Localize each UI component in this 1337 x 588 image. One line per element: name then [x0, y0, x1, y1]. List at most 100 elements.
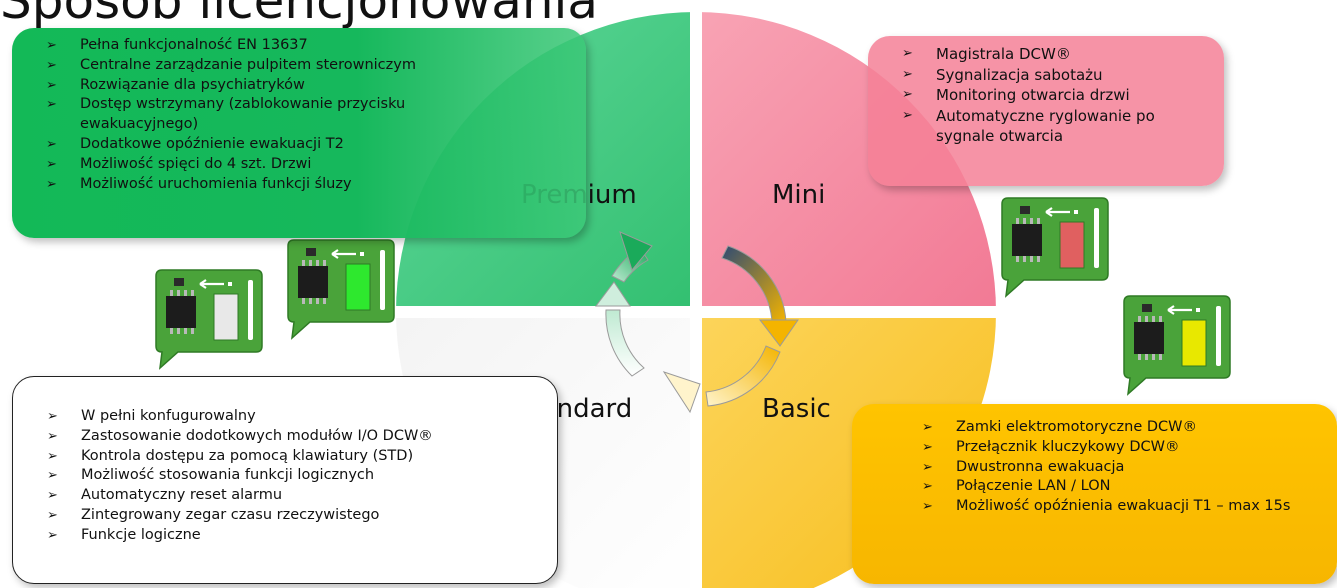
bullet-arrow-icon: ➢ — [902, 46, 913, 61]
list-item: ➢Zintegrowany zegar czasu rzeczywistego — [47, 506, 545, 526]
list-item: ➢Monitoring otwarcia drzwi — [902, 86, 1130, 104]
standard-features-box: ➢W pełni konfugurowalny ➢Zastosowanie do… — [12, 376, 558, 584]
list-item: ➢Połączenie LAN / LON — [922, 477, 1325, 497]
bullet-arrow-icon: ➢ — [47, 409, 58, 424]
chip-pin — [170, 328, 173, 334]
slot-mark — [380, 250, 385, 310]
basic-features-list: ➢Zamki elektromotoryczne DCW® ➢Przełączn… — [922, 418, 1325, 517]
chip-pin — [1030, 256, 1033, 262]
bullet-arrow-icon: ➢ — [902, 107, 913, 123]
chip — [1134, 322, 1164, 354]
chip-pin — [1138, 316, 1141, 322]
list-item: ➢Możliwość opóźnienia ewakuacji T1 – max… — [922, 497, 1296, 517]
chip-pin — [323, 260, 326, 266]
bullet-arrow-icon: ➢ — [922, 459, 933, 475]
chip-pin — [177, 328, 180, 334]
bullet-arrow-icon: ➢ — [922, 499, 933, 515]
premium-features-box: ➢Pełna funkcjonalność EN 13637 ➢Centraln… — [12, 28, 586, 238]
list-item: ➢Dostęp wstrzymany (zablokowanie przycis… — [46, 96, 406, 133]
arrow-standard-to-premium-head — [619, 231, 653, 272]
chip-pin — [302, 298, 305, 304]
chip-pin — [309, 298, 312, 304]
bullet-arrow-icon: ➢ — [46, 38, 57, 53]
list-item: ➢Automatyczny reset alarmu — [47, 486, 545, 506]
quadrant-label-mini: Mini — [772, 180, 826, 210]
status-led — [1059, 221, 1085, 269]
arrow-basic-to-standard — [605, 309, 645, 377]
chip-pin — [1023, 256, 1026, 262]
chip-pin — [1138, 354, 1141, 360]
chip-pin — [1016, 256, 1019, 262]
status-led — [345, 263, 371, 311]
list-item: ➢Możliwość spięci do 4 szt. Drzwi — [46, 155, 574, 175]
chip-pin — [1037, 218, 1040, 224]
bullet-arrow-icon: ➢ — [47, 488, 58, 504]
list-item: ➢Możliwość stosowania funkcji logicznych — [47, 466, 545, 486]
dot-mark — [360, 252, 364, 256]
list-item: ➢Funkcje logiczne — [47, 526, 545, 546]
slot-mark — [1094, 208, 1099, 268]
chip — [1012, 224, 1042, 256]
bullet-arrow-icon: ➢ — [46, 57, 57, 73]
list-item: ➢Centralne zarządzanie pulpitem sterowni… — [46, 56, 574, 76]
list-item: ➢Kontrola dostępu za pomocą klawiatury (… — [47, 447, 545, 467]
chip-pin — [1145, 316, 1148, 322]
list-item: ➢Zamki elektromotoryczne DCW® — [922, 418, 1325, 438]
chip-pin — [1016, 218, 1019, 224]
module-basic-icon — [1123, 295, 1231, 396]
arrow-mark — [1167, 305, 1192, 315]
list-item: ➢Przełącznik kluczykowy DCW® — [922, 438, 1325, 458]
small-chip — [174, 278, 184, 286]
bullet-arrow-icon: ➢ — [47, 527, 58, 543]
list-item: ➢W pełni konfugurowalny — [47, 407, 545, 427]
chip-pin — [302, 260, 305, 266]
module-premium-icon — [287, 239, 395, 340]
small-chip — [306, 248, 316, 256]
bullet-arrow-icon: ➢ — [46, 156, 57, 172]
status-led — [213, 293, 239, 341]
slot-mark — [1216, 306, 1221, 366]
chip-pin — [1145, 354, 1148, 360]
dot-mark — [1074, 210, 1078, 214]
bullet-arrow-icon: ➢ — [47, 448, 58, 464]
chip-pin — [184, 290, 187, 296]
chip — [166, 296, 196, 328]
module-mini-icon — [1001, 197, 1109, 298]
small-chip — [1142, 304, 1152, 312]
bullet-arrow-icon: ➢ — [46, 176, 57, 192]
quadrant-label-basic: Basic — [762, 394, 831, 424]
bullet-arrow-icon: ➢ — [47, 507, 58, 523]
small-chip — [1020, 206, 1030, 214]
arrow-mini-to-basic-head — [662, 371, 701, 414]
dot-mark — [1196, 308, 1200, 312]
bullet-arrow-icon: ➢ — [922, 439, 933, 455]
chip-pin — [1152, 354, 1155, 360]
status-led — [1181, 319, 1207, 367]
chip-pin — [1023, 218, 1026, 224]
arrow-mini-to-basic — [705, 345, 781, 407]
bullet-arrow-icon: ➢ — [922, 420, 933, 435]
bullet-arrow-icon: ➢ — [47, 468, 58, 484]
chip-pin — [1030, 218, 1033, 224]
chip-pin — [191, 290, 194, 296]
arrow-mark — [331, 249, 356, 259]
chip-pin — [191, 328, 194, 334]
basic-features-box: ➢Zamki elektromotoryczne DCW® ➢Przełączn… — [852, 404, 1337, 584]
bullet-arrow-icon: ➢ — [47, 428, 58, 444]
list-item: ➢Dodatkowe opóźnienie ewakuacji T2 — [46, 135, 574, 155]
bullet-arrow-icon: ➢ — [922, 479, 933, 495]
bullet-arrow-icon: ➢ — [46, 136, 57, 152]
chip-pin — [309, 260, 312, 266]
premium-features-list: ➢Pełna funkcjonalność EN 13637 ➢Centraln… — [46, 36, 574, 194]
arrow-premium-to-mini-head — [758, 319, 799, 347]
bullet-arrow-icon: ➢ — [902, 66, 913, 82]
page-title: Sposób licencjonowania — [0, 0, 599, 30]
chip-pin — [316, 298, 319, 304]
chip-pin — [184, 328, 187, 334]
mini-features-box: ➢Magistrala DCW® ➢Sygnalizacja sabotażu … — [868, 36, 1224, 186]
list-item: ➢Zastosowanie dodotkowych modułów I/O DC… — [47, 427, 545, 447]
dot-mark — [228, 282, 232, 286]
chip-pin — [316, 260, 319, 266]
bullet-arrow-icon: ➢ — [46, 77, 57, 93]
